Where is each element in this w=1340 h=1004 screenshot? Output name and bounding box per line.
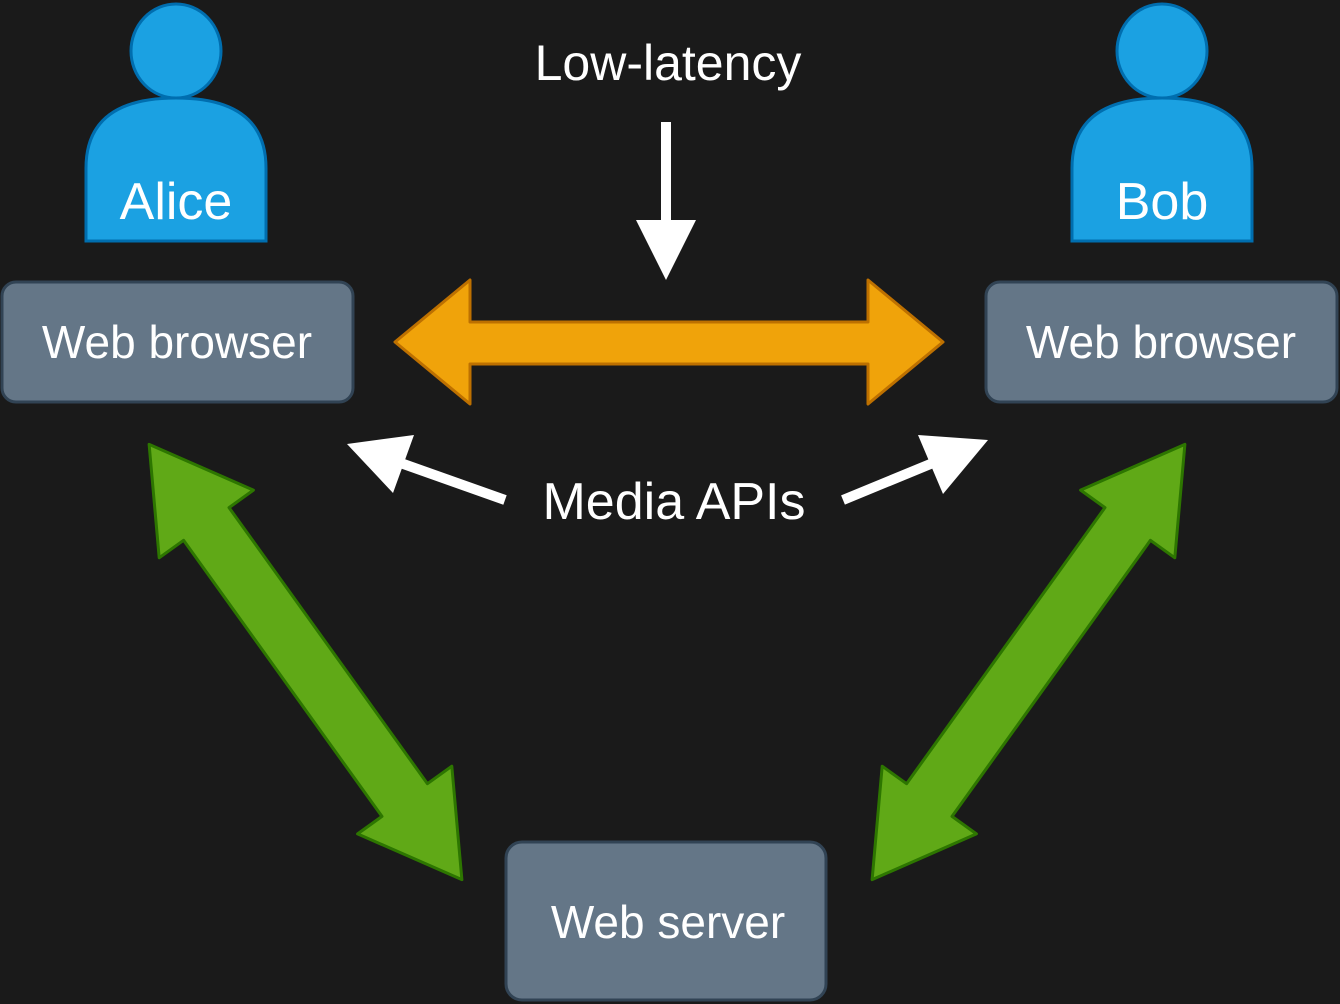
media-apis-label: Media APIs [542,473,805,531]
web-server-label: Web server [551,896,785,948]
media-apis-right-pointer-arrow [841,435,988,505]
bob-label: Bob [1116,173,1209,231]
alice-person-icon: Alice [84,2,268,243]
peer-connection-arrow [393,278,945,406]
web-browser-left-label: Web browser [42,316,312,368]
low-latency-label: Low-latency [535,35,802,91]
media-apis-left-pointer-arrow [347,435,507,505]
web-browser-left-node: Web browser [0,280,355,404]
web-server-node: Web server [504,840,828,1002]
right-browser-server-arrow [870,442,1187,882]
left-browser-server-arrow [147,442,464,882]
web-browser-right-label: Web browser [1026,316,1296,368]
web-browser-right-node: Web browser [984,280,1339,404]
low-latency-pointer-arrow [636,122,696,280]
bob-person-icon: Bob [1070,2,1254,243]
alice-label: Alice [120,173,233,231]
